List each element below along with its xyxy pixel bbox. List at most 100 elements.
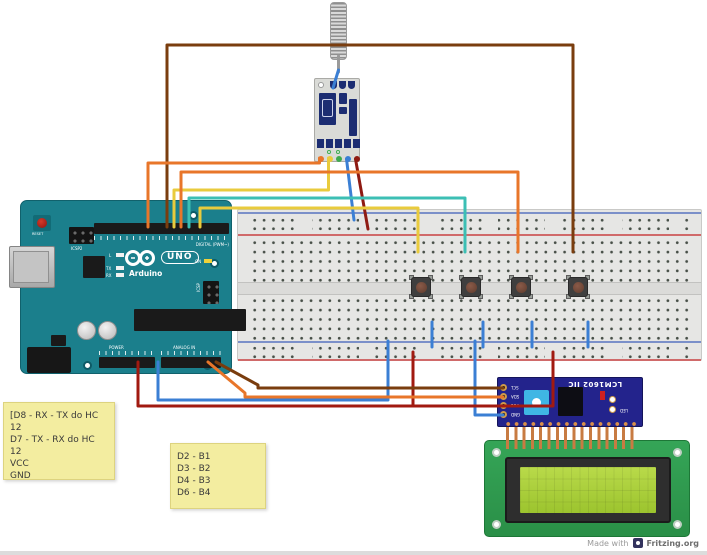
note-line: GND xyxy=(10,471,31,481)
arduino-infinity-logo-icon xyxy=(125,250,155,266)
pushbutton-2 xyxy=(459,275,483,299)
breadboard-bank-top-holes xyxy=(250,238,691,282)
potentiometer-dial xyxy=(532,398,541,407)
tx-label: TX xyxy=(106,266,112,271)
arduino-uno-board: RESET ICSP2 DIGITAL (PWM~) L TX RX UNO xyxy=(9,200,246,374)
wire-red-power xyxy=(136,350,555,408)
led-jumper-hole xyxy=(609,406,616,413)
hc12-chip xyxy=(339,107,347,114)
reset-label: RESET xyxy=(32,232,44,236)
wire-blue-gnd-rail xyxy=(156,339,390,402)
tx-led xyxy=(116,266,124,270)
breadboard-top-red-rail-line xyxy=(238,234,701,236)
hc12-mount-hole xyxy=(318,82,324,88)
lcd-mount-hole xyxy=(492,520,501,529)
fritzing-brand-label: Fritzing.org xyxy=(646,538,700,548)
hc12-chip xyxy=(339,93,347,104)
arduino-brand-label: Arduino xyxy=(129,269,163,278)
note-line: D7 - TX - RX do HC 12 xyxy=(10,435,95,457)
hc12-rf-shield xyxy=(319,93,336,125)
hc12-pin-pad xyxy=(335,139,342,148)
wire-orange-sda xyxy=(206,360,505,399)
pushbutton-4 xyxy=(566,275,590,299)
lcd-mount-hole xyxy=(673,520,682,529)
lcm-header-pins xyxy=(506,426,638,449)
usb-port-inner xyxy=(13,251,49,283)
led-jumper-hole xyxy=(609,396,616,403)
capacitor xyxy=(77,321,96,340)
lcm-bottom-pads xyxy=(504,421,638,427)
hc12-pin-hole xyxy=(327,150,331,154)
hc12-radio-module xyxy=(314,78,360,162)
wire-antenna-blue xyxy=(331,68,340,90)
uno-label: UNO xyxy=(161,251,199,264)
icsp-header xyxy=(203,281,219,304)
lcd-mount-hole xyxy=(492,448,501,457)
wire-teal-button2 xyxy=(187,196,467,254)
icsp2-header xyxy=(69,227,94,244)
breadboard-top-rail-holes xyxy=(250,216,691,233)
bottom-divider xyxy=(0,551,707,555)
wire-blue-lcm-gnd xyxy=(473,339,505,417)
digital-pin-labels xyxy=(94,236,229,240)
rx-led xyxy=(116,273,124,277)
pushbutton-3 xyxy=(509,275,533,299)
note-line: D6 - B4 xyxy=(177,488,211,498)
hc12-antenna-pad xyxy=(339,81,346,89)
wire-orange-hc12 xyxy=(146,156,321,229)
power-jack xyxy=(27,347,71,373)
led-l-label: L xyxy=(109,253,112,258)
wire-yellow-hc12 xyxy=(172,156,330,229)
wire-yellow-button1 xyxy=(198,206,420,254)
led-l xyxy=(116,253,124,257)
pushbutton-cap xyxy=(465,281,477,293)
made-with-label: Made with xyxy=(587,538,629,548)
pushbutton-cap xyxy=(572,281,584,293)
note-line: VCC xyxy=(10,459,29,469)
pushbutton-cap xyxy=(515,281,527,293)
lcd-mount-hole xyxy=(673,448,682,457)
wire-hc12-blue-rail xyxy=(345,157,356,222)
note-line: D2 - B1 xyxy=(177,452,211,462)
power-pin-header xyxy=(99,357,155,368)
power-pin-labels xyxy=(99,351,155,355)
lcd-bezel xyxy=(505,457,671,523)
capacitor xyxy=(98,321,117,340)
breadboard-top-blue-rail-line xyxy=(238,212,701,214)
i2c-chip xyxy=(558,387,583,416)
wire-brown-scl xyxy=(214,360,505,390)
note-line: D3 - B2 xyxy=(177,464,211,474)
analog-pin-header xyxy=(161,357,221,368)
breadboard-bottom-rail-holes xyxy=(250,344,691,359)
pushbutton-1 xyxy=(409,275,433,299)
note-button-wiring: D2 - B1 D3 - B2 D4 - B3 D6 - B4 xyxy=(170,443,266,509)
mount-hole xyxy=(210,259,219,268)
fritzing-logo-icon xyxy=(632,538,643,548)
note-hc12-wiring: [D8 - RX - TX do HC 12 D7 - TX - RX do H… xyxy=(3,402,115,481)
hc12-top-pad xyxy=(348,81,355,89)
mcu-chip xyxy=(134,309,246,331)
hc12-pin-pad xyxy=(353,139,360,148)
digital-pin-header xyxy=(94,223,229,234)
hc12-wire-dot-green xyxy=(335,156,342,162)
smd-chip xyxy=(83,256,105,278)
regulator xyxy=(51,335,66,346)
reset-button xyxy=(37,218,47,228)
hc12-pin-hole xyxy=(336,150,340,154)
on-led xyxy=(204,259,212,263)
breadboard-bottom-red-rail-line xyxy=(238,359,701,361)
breadboard-bottom-blue-rail-line xyxy=(238,341,701,343)
jumper xyxy=(600,391,605,400)
power-label: POWER xyxy=(109,345,124,350)
analog-label: ANALOG IN xyxy=(173,345,196,350)
hc12-pin-pad xyxy=(317,139,324,148)
lcd-screen xyxy=(520,467,656,513)
wire-orange-button3 xyxy=(179,170,520,254)
icsp2-label: ICSP2 xyxy=(71,246,83,251)
rx-label: RX xyxy=(106,273,112,278)
breadboard-bank-bottom-holes xyxy=(250,296,691,340)
footer-credit: Made with Fritzing.org xyxy=(587,538,699,548)
mount-hole xyxy=(83,361,92,370)
